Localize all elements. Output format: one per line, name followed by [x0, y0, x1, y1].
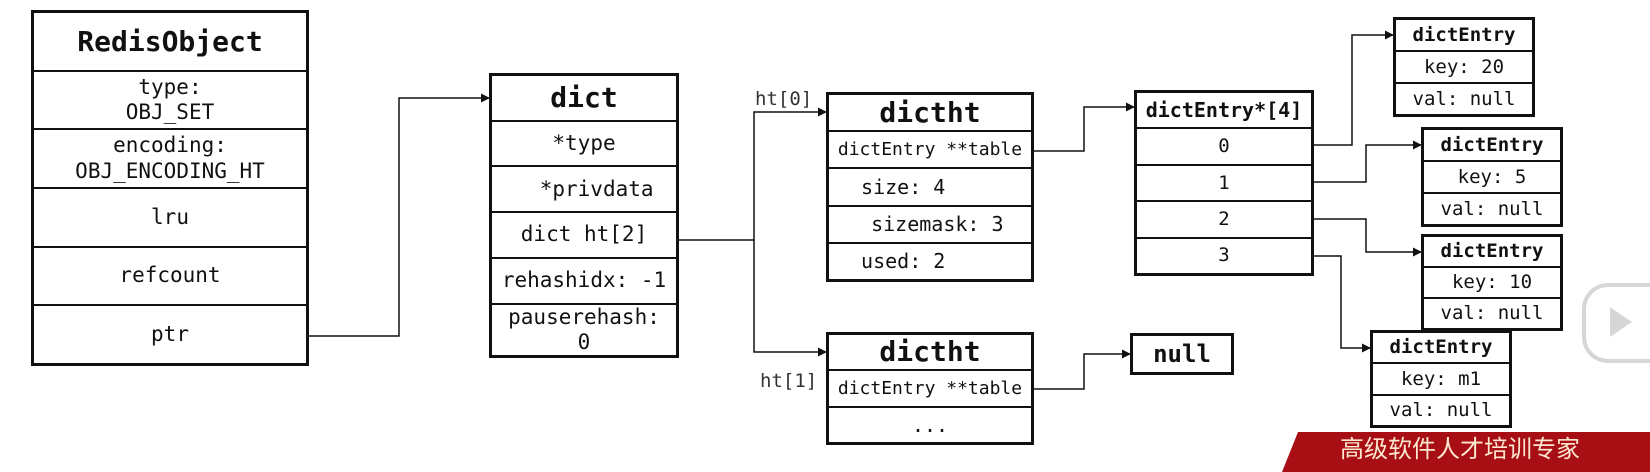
dict-entry-10: dictEntry key: 10 val: null — [1421, 234, 1563, 331]
arrow-slot3-to-entry-m1 — [1312, 255, 1371, 353]
dict-ht-field: dict ht[2] — [492, 211, 676, 257]
dictht0-box: dictht dictEntry **table size: 4 sizemas… — [826, 92, 1034, 282]
dict-pauserehash-field: pauserehash: 0 — [492, 302, 676, 355]
redis-object-refcount-field: refcount — [34, 245, 306, 305]
arrow-slot0-to-entry-20 — [1312, 30, 1394, 146]
dict-entry-val: val: null — [1396, 82, 1532, 114]
dict-entry-title: dictEntry — [1440, 240, 1544, 263]
bucket-slot-0: 0 — [1137, 127, 1311, 163]
null-text: null — [1153, 339, 1211, 368]
bucket-array-box: dictEntry*[4] 0 1 2 3 — [1134, 90, 1314, 276]
dict-entry-val: val: null — [1424, 297, 1560, 328]
dict-privdata-field: *privdata — [492, 165, 676, 211]
dict-entry-key: key: m1 — [1373, 362, 1509, 393]
redis-object-lru-field: lru — [34, 187, 306, 246]
arrow-ptr-to-dict — [309, 93, 490, 337]
redis-object-encoding-field: encoding: OBJ_ENCODING_HT — [34, 128, 306, 187]
redis-object-title: RedisObject — [77, 24, 263, 58]
dict-rehashidx-field: rehashidx: -1 — [492, 256, 676, 303]
bucket-array-title: dictEntry*[4] — [1145, 98, 1303, 123]
redis-object-ptr-field: ptr — [34, 304, 306, 363]
connector-layer — [309, 30, 1422, 390]
bucket-slot-1: 1 — [1137, 163, 1311, 200]
dict-entry-key: key: 5 — [1424, 160, 1560, 192]
dict-entry-val: val: null — [1424, 192, 1560, 224]
dictht0-sizemask-field: sizemask: 3 — [829, 204, 1031, 242]
arrow-table0-to-buckets — [1032, 102, 1135, 152]
dictht0-title: dictht — [879, 95, 981, 129]
dict-entry-m1: dictEntry key: m1 val: null — [1370, 330, 1512, 428]
dictht0-used-field: used: 2 — [829, 241, 1031, 279]
dict-entry-key: key: 20 — [1396, 50, 1532, 82]
dict-entry-5: dictEntry key: 5 val: null — [1421, 127, 1563, 227]
dict-title: dict — [550, 81, 618, 115]
dictht1-table-field: dictEntry **table — [829, 369, 1031, 405]
ht0-label: ht[0] — [755, 88, 813, 110]
arrow-ht-to-dictht0 — [677, 107, 827, 241]
dictht1-box: dictht dictEntry **table ... — [826, 332, 1034, 445]
dict-entry-title: dictEntry — [1412, 23, 1516, 46]
dict-entry-20: dictEntry key: 20 val: null — [1393, 17, 1535, 117]
dict-type-field: *type — [492, 119, 676, 166]
arrow-table1-to-null — [1032, 349, 1131, 390]
null-box: null — [1130, 333, 1234, 375]
redis-object-type-field: type: OBJ_SET — [34, 69, 306, 129]
dict-box: dict *type *privdata dict ht[2] rehashid… — [489, 73, 679, 358]
ht1-label: ht[1] — [760, 370, 818, 392]
dict-entry-title: dictEntry — [1440, 133, 1544, 156]
play-icon[interactable] — [1582, 283, 1650, 363]
dict-entry-val: val: null — [1373, 393, 1509, 425]
brand-banner: 高级软件人才培训专家 — [1282, 432, 1650, 472]
arrow-slot1-to-entry-5 — [1312, 140, 1422, 183]
dictht1-ellipsis-field: ... — [829, 405, 1031, 442]
dict-entry-key: key: 10 — [1424, 266, 1560, 297]
dictht0-size-field: size: 4 — [829, 167, 1031, 204]
dictht1-title: dictht — [879, 335, 981, 369]
dictht0-table-field: dictEntry **table — [829, 130, 1031, 167]
arrow-slot2-to-entry-10 — [1312, 218, 1422, 257]
bucket-slot-2: 2 — [1137, 200, 1311, 236]
dict-entry-title: dictEntry — [1389, 336, 1493, 359]
bucket-slot-3: 3 — [1137, 236, 1311, 273]
redis-object-box: RedisObject type: OBJ_SET encoding: OBJ_… — [31, 10, 309, 366]
arrow-ht-to-dictht1 — [753, 240, 827, 357]
